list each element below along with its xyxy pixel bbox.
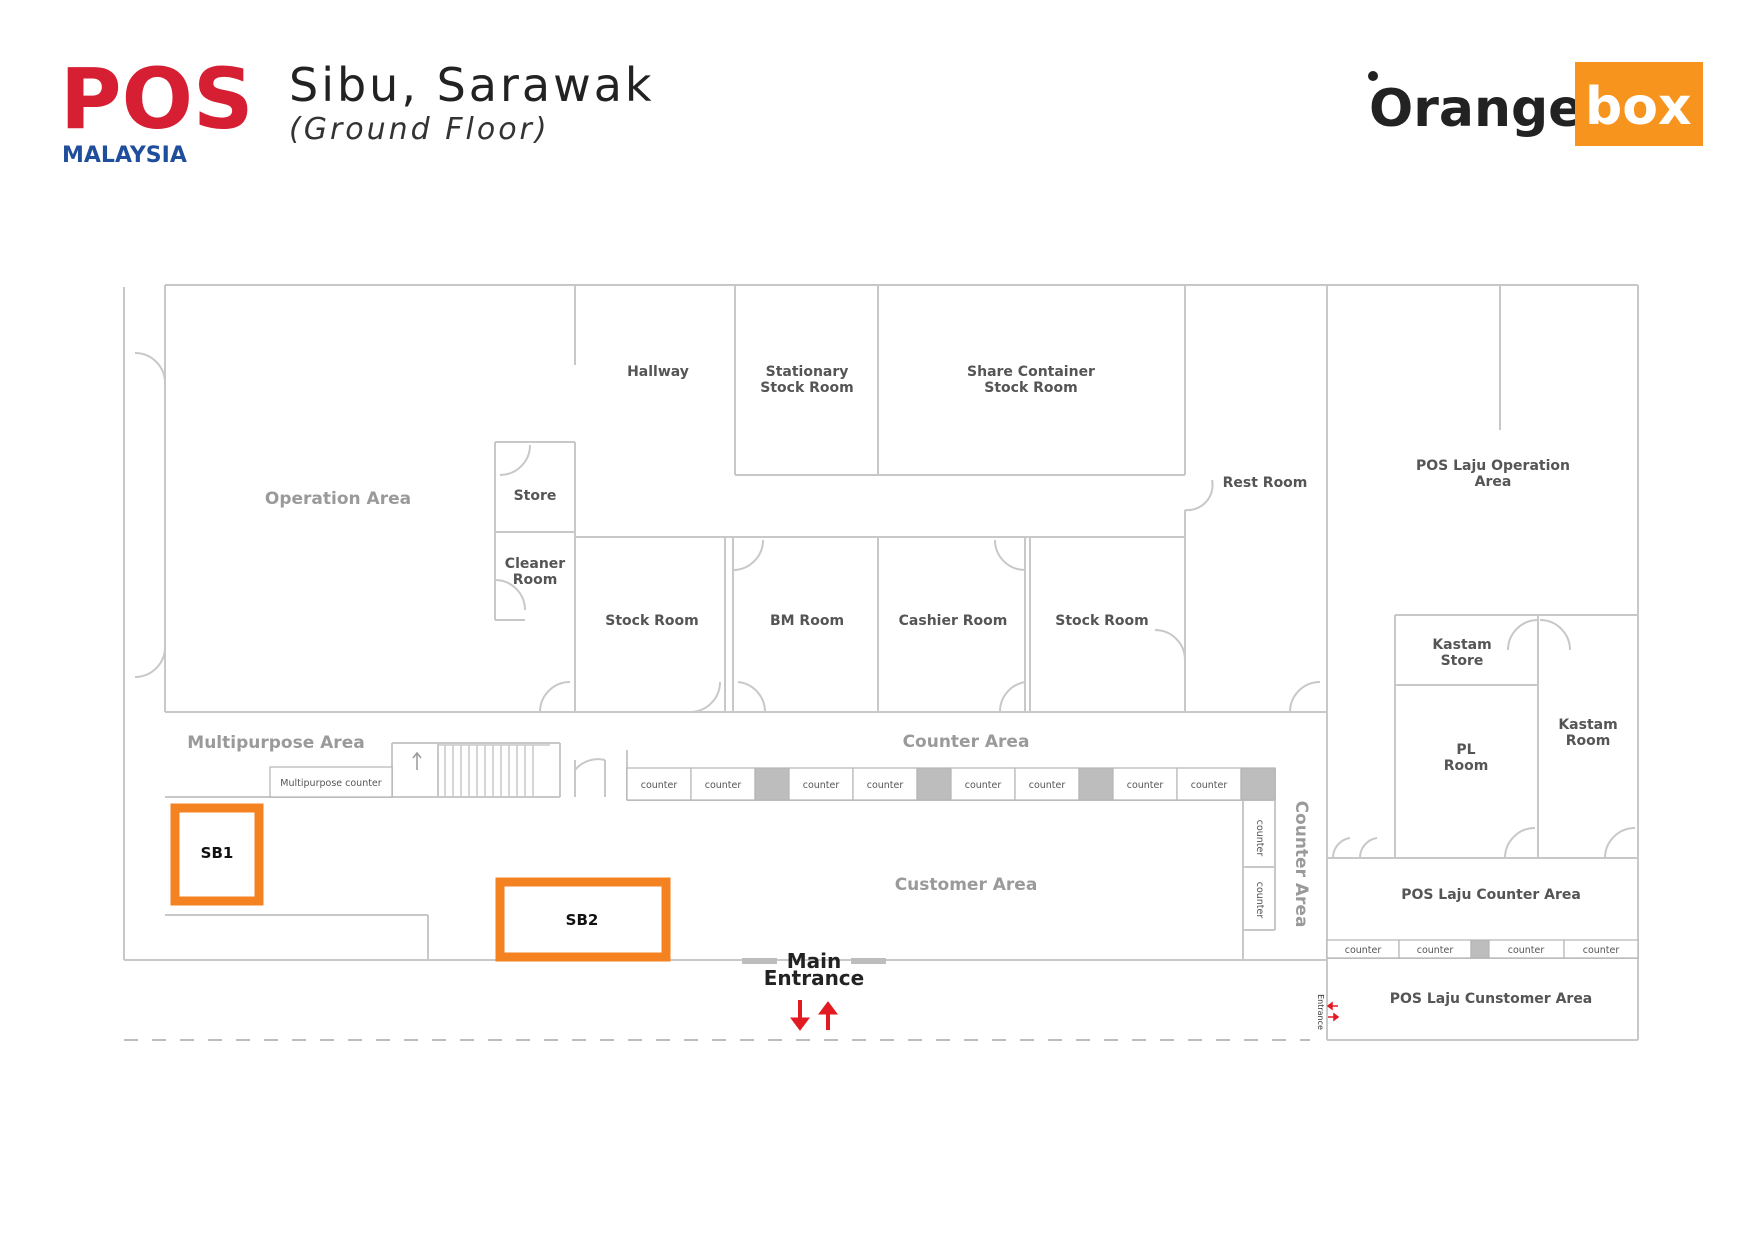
page-subtitle: (Ground Floor) xyxy=(289,112,550,147)
room-pos-laju-operation-line2: Area xyxy=(1475,474,1512,490)
room-pos-laju-counter-area: POS Laju Counter Area xyxy=(1401,887,1581,903)
room-operation-area: Operation Area xyxy=(265,489,411,509)
room-share-container-line2: Stock Room xyxy=(984,380,1077,396)
room-customer-area: Customer Area xyxy=(895,875,1038,895)
room-counter-area-vertical: Counter Area xyxy=(1291,801,1311,928)
room-pos-laju-operation-line1: POS Laju Operation xyxy=(1416,458,1570,474)
room-stock-room-1: Stock Room xyxy=(605,613,698,629)
orangebox-logo: Orange box xyxy=(1365,62,1705,148)
stall-sb1 xyxy=(170,803,264,906)
room-stationary-line1: Stationary xyxy=(766,364,849,380)
orangebox-logo-word1: Orange xyxy=(1369,79,1583,139)
walls xyxy=(123,284,1639,1041)
room-pl-room-line2: Room xyxy=(1444,758,1489,774)
room-share-container-line1: Share Container xyxy=(967,364,1095,380)
pos-logo-text: POS xyxy=(60,58,250,148)
counter-label: counter xyxy=(867,780,904,791)
side-entrance-arrows-icon xyxy=(1326,1001,1340,1022)
room-pos-laju-customer-area: POS Laju Cunstomer Area xyxy=(1390,991,1593,1007)
entrance-arrows-icon xyxy=(790,1000,838,1031)
counter-label: counter xyxy=(1254,820,1265,857)
counter-label: counter xyxy=(641,780,678,791)
page-title: Sibu, Sarawak xyxy=(289,58,655,112)
counter-label: counter xyxy=(965,780,1002,791)
counter-label: counter xyxy=(1417,945,1454,956)
pos-logo-subtext: MALAYSIA xyxy=(62,143,187,168)
room-counter-area: Counter Area xyxy=(903,732,1030,752)
room-cleaner-line1: Cleaner xyxy=(505,556,565,572)
room-kastam-store-line1: Kastam xyxy=(1432,637,1491,653)
stall-sb2 xyxy=(495,877,671,962)
counter-label: counter xyxy=(1583,945,1620,956)
orangebox-logo-box xyxy=(1575,62,1703,146)
room-kastam-room-line2: Room xyxy=(1566,733,1611,749)
counter-label: counter xyxy=(1191,780,1228,791)
counter-label: counter xyxy=(1345,945,1382,956)
main-entrance-line1: Main xyxy=(787,949,842,973)
room-rest-room: Rest Room xyxy=(1223,475,1308,491)
counter-label: counter xyxy=(1254,882,1265,919)
side-entrance-label: Entrance xyxy=(1316,994,1325,1030)
room-multipurpose-area: Multipurpose Area xyxy=(187,733,364,753)
stall-sb1-label: SB1 xyxy=(201,844,234,862)
stairs-icon xyxy=(438,744,550,797)
counter-label: counter xyxy=(1508,945,1545,956)
room-kastam-room-line1: Kastam xyxy=(1558,717,1617,733)
room-stationary-line2: Stock Room xyxy=(760,380,853,396)
counter-label: counter xyxy=(1029,780,1066,791)
counter-row xyxy=(269,766,1639,959)
counter-label: counter xyxy=(705,780,742,791)
main-entrance-line2: Entrance xyxy=(764,966,864,990)
multipurpose-counter-label: Multipurpose counter xyxy=(280,778,381,789)
stairs-arrow-icon xyxy=(412,751,422,770)
orangebox-logo-word2: box xyxy=(1585,77,1692,137)
room-cashier-room: Cashier Room xyxy=(899,613,1008,629)
room-cleaner-line2: Room xyxy=(513,572,558,588)
room-kastam-store-line2: Store xyxy=(1441,653,1484,669)
counter-label: counter xyxy=(803,780,840,791)
pos-malaysia-logo: POS MALAYSIA xyxy=(60,50,253,168)
room-hallway: Hallway xyxy=(627,364,689,380)
room-store: Store xyxy=(514,488,557,504)
stall-sb2-label: SB2 xyxy=(566,911,599,929)
room-stock-room-2: Stock Room xyxy=(1055,613,1148,629)
room-bm-room: BM Room xyxy=(770,613,844,629)
leaf-icon xyxy=(1368,71,1378,81)
counter-label: counter xyxy=(1127,780,1164,791)
room-pl-room-line1: PL xyxy=(1456,742,1475,758)
